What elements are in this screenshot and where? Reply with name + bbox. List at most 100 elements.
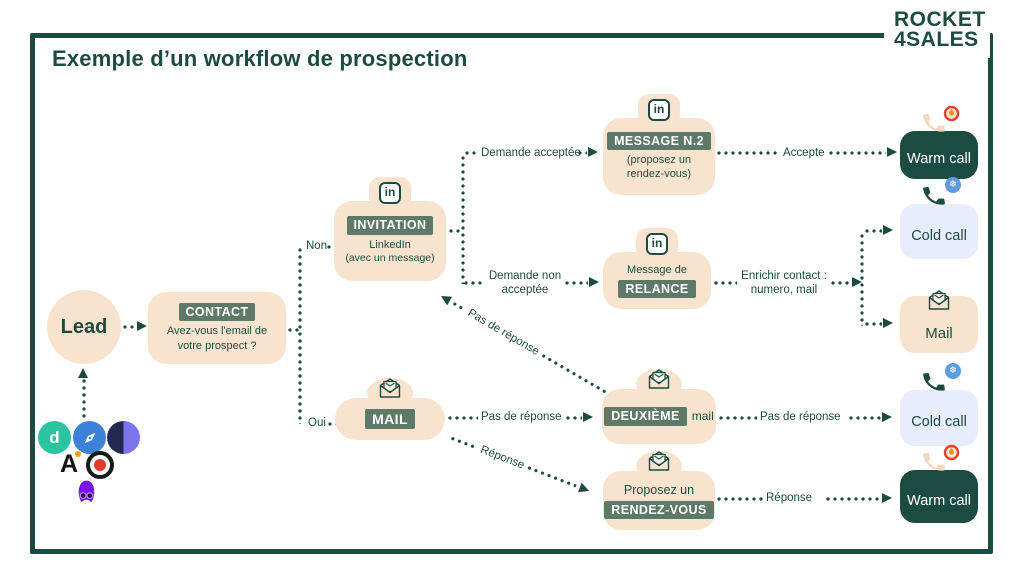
warm-call-bottom-node: Warm call [900,444,978,523]
dotted-line [578,151,587,155]
label-demande-acceptee: Demande acceptée [481,147,581,159]
contact-node: CONTACT Avez-vous l'email de votre prosp… [148,292,286,364]
relance-line1: Message de [627,264,687,277]
invitation-line1: LinkedIn [369,238,411,251]
label-enrichir-contact: Enrichir contact : numero, mail [741,270,827,297]
rocket4sales-logo: ROCKET 4SALES [884,6,990,58]
mail-node: MAIL [335,378,445,440]
split-circle-tool-logo-icon [107,421,140,454]
warm-call-top-node: Warm call [900,105,978,179]
apollo-logo-icon: A [55,450,83,478]
linkedin-in-glyph: in [648,99,670,121]
flame-badge-icon [943,444,960,461]
apollo-dot [75,450,82,457]
rendez-vous-line1: Proposez un [623,483,695,498]
deuxieme-mail-node: DEUXIÈME mail [602,369,716,444]
deuxieme-suffix: mail [691,408,714,423]
page-title: Exemple d’un workflow de prospection [52,46,468,71]
dotted-line [831,281,852,285]
dotted-line [714,281,737,285]
target-tool-logo-icon [86,451,114,479]
cold-call-top-label: Cold call [911,227,967,244]
flame-badge-icon [943,105,960,122]
dotted-line [826,497,881,501]
invitation-line2: (avec un message) [345,251,435,264]
contact-badge: CONTACT [178,303,256,322]
arrowhead [588,147,598,157]
arrowhead [852,277,862,287]
dotted-line [849,416,881,420]
rendez-vous-node: Proposez un RENDEZ-VOUS [603,451,715,530]
label-demande-non-acceptee: Demande non acceptée [488,270,562,297]
waalaxy-logo-icon [72,477,100,505]
dotted-line [719,416,757,420]
dotted-line [829,151,886,155]
compass-tool-logo-icon [73,421,106,454]
mail-endpoint-label: Mail [925,325,953,342]
dotted-line [717,497,763,501]
phone-snowflake-icon: ❄ [921,363,961,397]
dotted-line [865,229,882,233]
logo-line1: ROCKET [894,8,986,31]
page-border-frame [30,33,993,554]
dotted-line-non-invitation [327,245,335,249]
dotted-line-contact-branch [288,328,300,332]
arrowhead [883,225,893,235]
cold-call-bottom-label: Cold call [911,414,967,430]
arrowhead [882,412,892,422]
warm-call-bottom-label: Warm call [907,492,971,509]
lead-node: Lead [47,290,121,364]
dotted-line-split-vertical [860,234,864,326]
arrowhead [887,147,897,157]
message-n2-badge: MESSAGE N.2 [607,131,711,150]
dotted-line-lead-contact [123,325,138,329]
arrowhead [137,321,147,331]
apollo-letter: A [59,449,79,478]
message-n2-line2: rendez-vous) [626,168,692,181]
label-pas-de-reponse-right: Pas de réponse [760,411,841,423]
dotted-line-right-vertical [461,156,465,284]
logo-line2: 4SALES [894,27,979,51]
phone-flame-icon [921,444,960,477]
arrowhead [78,368,88,378]
linkedin-icon: in [636,228,678,260]
snowflake-badge-icon: ❄ [945,363,961,379]
cold-call-top-node: ❄ Cold call [900,177,978,259]
envelope-icon [636,369,682,399]
rendez-vous-badge: RENDEZ-VOUS [604,500,714,519]
envelope-icon [367,378,413,408]
dotted-line-invitation-out [449,229,462,233]
mail-badge: MAIL [365,408,415,430]
dropcontact-logo-icon: d [38,421,71,454]
compass-needle [84,432,95,443]
label-reponse-right: Réponse [766,492,813,504]
message-n2-line1: (proposez un [626,153,692,166]
dotted-line-tools-to-lead [82,379,86,419]
linkedin-in-glyph: in [379,182,401,204]
dotted-line [464,281,482,285]
dotted-line [717,151,779,155]
message-n2-node: in MESSAGE N.2 (proposez un rendez-vous) [603,94,715,195]
contact-question-line2: votre prospect ? [177,339,257,352]
linkedin-in-glyph: in [646,233,668,255]
dotted-line [565,281,588,285]
lead-label: Lead [60,316,108,338]
dotted-line [566,416,582,420]
warm-call-top-label: Warm call [907,151,971,167]
linkedin-icon: in [638,94,680,126]
arrowhead [883,318,893,328]
dotted-line-branch-vertical [298,248,302,424]
phone-snowflake-icon: ❄ [921,177,961,211]
relance-node: in Message de RELANCE [603,228,711,309]
dotted-line [465,151,478,155]
phone-flame-icon [921,105,960,138]
dotted-line-oui-mail [328,422,336,426]
invitation-badge: INVITATION [346,216,434,235]
snowflake-badge-icon: ❄ [945,177,961,193]
arrowhead [583,412,593,422]
dotted-line [865,322,882,326]
deuxieme-badge: DEUXIÈME [604,407,687,426]
dropcontact-letter: d [49,427,60,447]
branch-label-non: Non [306,240,328,252]
label-pas-de-reponse-mail: Pas de réponse [481,411,562,423]
